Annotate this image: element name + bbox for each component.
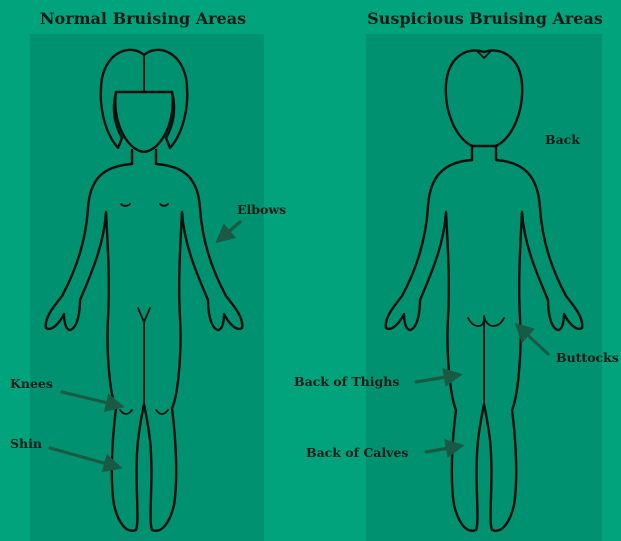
label-back-of-thighs: Back of Thighs	[294, 374, 399, 389]
label-knees: Knees	[10, 376, 53, 391]
label-buttocks: Buttocks	[556, 350, 619, 365]
label-back: Back	[545, 132, 580, 147]
suspicious-panel	[366, 34, 602, 541]
suspicious-title: Suspicious Bruising Areas	[367, 9, 603, 28]
label-shin: Shin	[10, 436, 42, 451]
normal-title: Normal Bruising Areas	[40, 9, 246, 28]
label-elbows: Elbows	[237, 202, 286, 217]
label-back-of-calves: Back of Calves	[306, 445, 408, 460]
